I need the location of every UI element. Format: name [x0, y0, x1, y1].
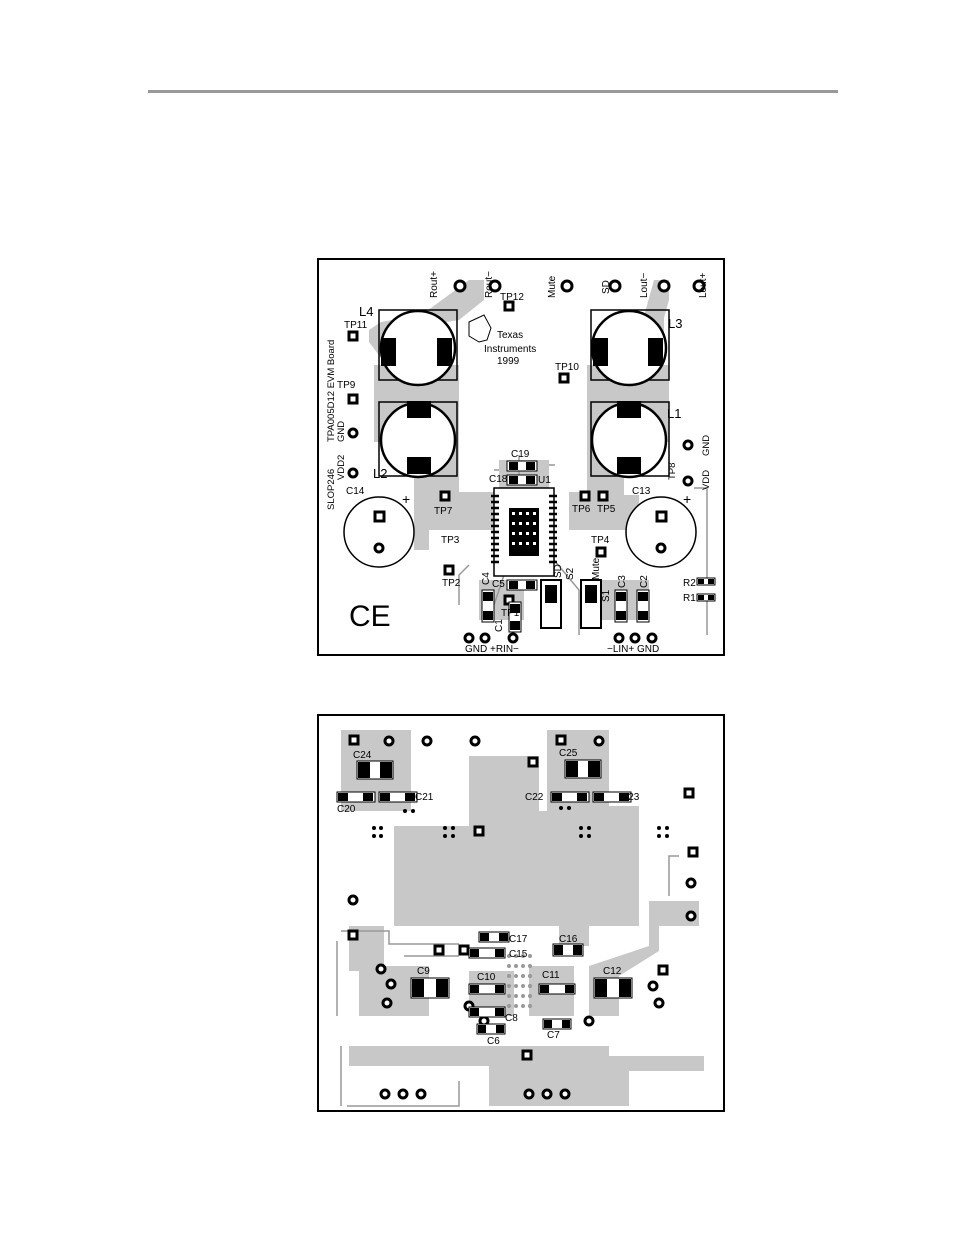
- bottom-copper-pours: [341, 730, 704, 1106]
- label-c21: C21: [415, 792, 434, 803]
- label-gnd-left: GND: [336, 421, 347, 442]
- label-r1: R1: [683, 593, 696, 604]
- label-c25: C25: [559, 748, 578, 759]
- bottom-connector-pads: [463, 632, 658, 644]
- label-vdd-right: VDD: [701, 470, 712, 490]
- label-l2: L2: [373, 466, 387, 481]
- label-gnd-right: GND: [701, 435, 712, 456]
- label-l1: L1: [667, 406, 681, 421]
- label-c10: C10: [477, 972, 496, 983]
- label-tp4: TP4: [591, 535, 610, 546]
- logo-texas: Texas: [497, 330, 523, 341]
- inductor-l2: [378, 401, 458, 479]
- label-bottom-right: −LIN+ GND: [607, 644, 659, 654]
- label-bottom-left: GND +RIN−: [465, 644, 519, 654]
- pcb-top-layer: Rout+ Rout− Mute SD Lout− Lout+: [317, 258, 725, 656]
- label-tp8: TP8: [667, 463, 678, 480]
- label-mute: Mute: [547, 275, 558, 298]
- label-c11: C11: [542, 970, 560, 981]
- label-c6: C6: [487, 1036, 500, 1047]
- label-c18: C18: [489, 474, 508, 485]
- label-tp1: TP1: [501, 608, 520, 619]
- label-c16: C16: [559, 934, 578, 945]
- label-sd-s2: SD: [553, 564, 564, 578]
- top-connector-labels: Rout+ Rout− Mute SD Lout− Lout+: [429, 271, 709, 298]
- label-l4: L4: [359, 304, 373, 319]
- logo-instruments: Instruments: [484, 344, 536, 355]
- top-layer-drawing: Rout+ Rout− Mute SD Lout− Lout+: [326, 271, 716, 654]
- label-c2: C2: [639, 575, 650, 588]
- label-c4: C4: [481, 572, 492, 585]
- inductor-l3: [590, 309, 670, 387]
- logo-year: 1999: [497, 356, 520, 367]
- label-slop: SLOP246: [326, 469, 337, 510]
- label-sd: SD: [601, 280, 612, 294]
- label-c5: C5: [492, 579, 505, 590]
- label-tp5: TP5: [597, 504, 616, 515]
- test-point-pads: [347, 300, 609, 606]
- label-lout-minus: Lout−: [639, 273, 650, 298]
- label-evm-board: TPA005D12 EVM Board: [326, 340, 337, 442]
- label-c1: C1: [494, 619, 505, 632]
- bottom-layer-drawing: C24 C25 C20 C21 C22 C23 C17 C15 C16 C9 C…: [336, 730, 704, 1107]
- top-connector-pads: [453, 279, 706, 293]
- label-tp9: TP9: [337, 380, 356, 391]
- ce-mark: CE: [349, 600, 391, 633]
- ic-u1: [491, 487, 557, 577]
- label-plus-left: +: [402, 491, 410, 507]
- capacitor-c14: [343, 496, 415, 568]
- label-rout-minus: Rout−: [484, 271, 495, 298]
- label-c19: C19: [511, 449, 530, 460]
- label-c7: C7: [547, 1030, 560, 1041]
- switches-s1-s2: [540, 579, 602, 629]
- label-c22: C22: [525, 792, 544, 803]
- label-tp12: TP12: [500, 292, 524, 303]
- ti-logo: Texas Instruments 1999: [468, 314, 536, 367]
- label-r2: R2: [683, 578, 696, 589]
- label-tp3: TP3: [441, 535, 460, 546]
- inductor-l4: [378, 309, 458, 387]
- pcb-bottom-layer: C24 C25 C20 C21 C22 C23 C17 C15 C16 C9 C…: [317, 714, 725, 1112]
- resistors-r1-r2: [696, 577, 716, 602]
- label-mute-s1: Mute: [591, 557, 602, 580]
- via-clusters: [372, 806, 669, 838]
- round-test-points: [347, 427, 694, 487]
- label-vdd2: VDD2: [336, 455, 347, 480]
- label-c20: C20: [337, 804, 356, 815]
- label-l3: L3: [668, 316, 682, 331]
- smd-caps-top: [481, 460, 650, 633]
- header-rule: [148, 90, 838, 93]
- label-c23: C23: [621, 792, 640, 803]
- label-c14: C14: [346, 486, 365, 497]
- inductor-l1: [590, 401, 670, 479]
- capacitor-c13: [625, 496, 697, 568]
- label-c12: C12: [603, 966, 622, 977]
- label-s2: S2: [565, 567, 576, 580]
- label-u1: U1: [538, 475, 551, 486]
- bottom-smd-caps: [336, 759, 633, 1035]
- label-c17: C17: [509, 934, 528, 945]
- label-c15: C15: [509, 949, 528, 960]
- label-c13: C13: [632, 486, 651, 497]
- label-tp7: TP7: [434, 506, 453, 517]
- bottom-traces: [336, 855, 679, 1107]
- label-c3: C3: [617, 575, 628, 588]
- label-tp11: TP11: [344, 320, 368, 331]
- label-plus-right: +: [683, 491, 691, 507]
- label-c9: C9: [417, 966, 430, 977]
- label-lout-plus: Lout+: [698, 273, 709, 298]
- label-c24: C24: [353, 750, 372, 761]
- label-c8: C8: [505, 1013, 518, 1024]
- label-tp10: TP10: [555, 362, 579, 373]
- label-s1: S1: [601, 589, 612, 602]
- label-tp6: TP6: [572, 504, 591, 515]
- bottom-pads: [347, 734, 699, 1100]
- bga-vias: [507, 954, 532, 1008]
- label-tp2: TP2: [442, 578, 461, 589]
- label-rout-plus: Rout+: [429, 271, 440, 298]
